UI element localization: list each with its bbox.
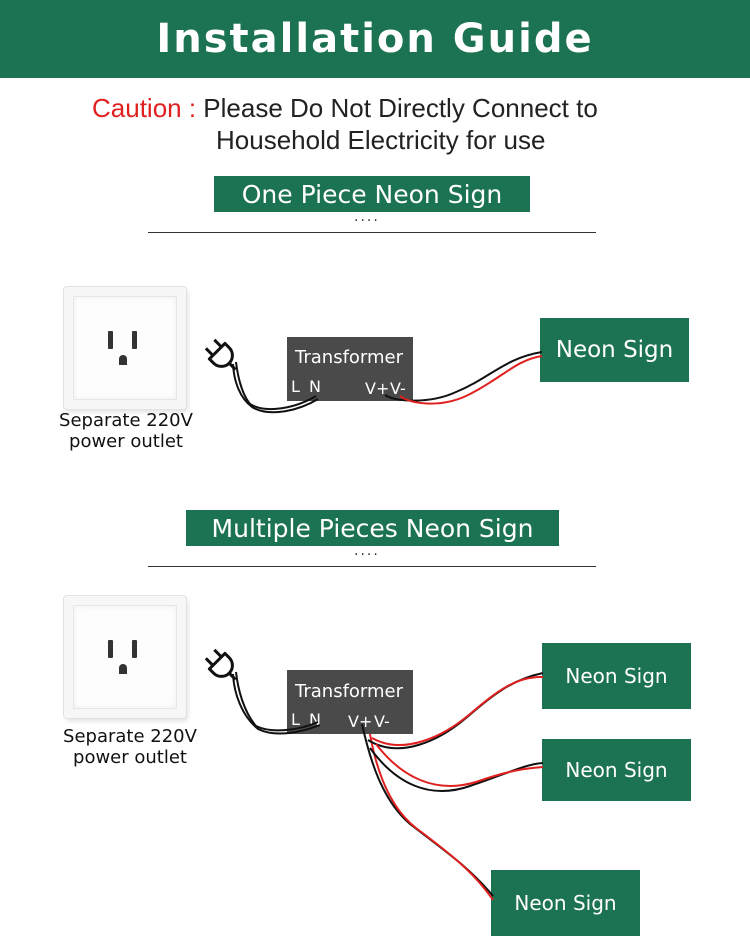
caution-line-1: Please Do Not Directly Connect to <box>196 93 598 123</box>
power-outlet-icon <box>64 287 186 409</box>
section-divider <box>148 232 596 233</box>
transformer-label: Transformer <box>295 681 404 702</box>
power-outlet-icon <box>64 596 186 718</box>
transformer-box: Transformer L N V+ V- <box>287 337 413 401</box>
outlet-label: Separate 220V power outlet <box>54 726 206 768</box>
header-banner: Installation Guide <box>0 0 750 78</box>
page-title: Installation Guide <box>156 16 594 62</box>
outlet-label-line-1: Separate 220V <box>63 726 197 747</box>
pin-n-label: N <box>309 377 321 396</box>
neon-sign-box: Neon Sign <box>491 870 640 936</box>
power-plug-icon <box>204 648 237 681</box>
output-wire-black <box>369 747 544 793</box>
neon-sign-box: Neon Sign <box>542 643 691 709</box>
output-wire-red <box>399 355 543 405</box>
section-divider <box>148 566 596 567</box>
pin-l-label: L <box>291 377 300 396</box>
pin-vminus-label: V- <box>374 712 390 731</box>
transformer-box: Transformer L N V+ V- <box>287 670 413 734</box>
output-wire-black <box>361 723 494 897</box>
power-plug-icon <box>204 338 237 371</box>
caution-label: Caution : <box>92 93 197 123</box>
caution-line-2: Household Electricity for use <box>216 125 546 155</box>
section-dots: ···· <box>354 213 380 229</box>
outlet-label-line-2: power outlet <box>69 431 183 452</box>
neon-sign-box: Neon Sign <box>540 318 689 382</box>
outlet-label-line-2: power outlet <box>73 747 187 768</box>
output-wire-red <box>369 733 494 901</box>
outlet-label-line-1: Separate 220V <box>59 410 193 431</box>
pin-n-label: N <box>309 710 321 729</box>
output-wire-red <box>375 743 544 787</box>
transformer-label: Transformer <box>295 347 404 368</box>
section-dots: ···· <box>354 547 380 563</box>
section-title-multiple-pieces: Multiple Pieces Neon Sign <box>186 510 559 546</box>
neon-sign-box: Neon Sign <box>542 739 691 801</box>
outlet-label: Separate 220V power outlet <box>50 410 202 452</box>
pin-vplus-label: V+ <box>365 379 390 398</box>
pin-vplus-label: V+ <box>348 712 373 731</box>
pin-vminus-label: V- <box>390 379 406 398</box>
caution-notice: Caution : Please Do Not Directly Connect… <box>92 92 712 156</box>
pin-l-label: L <box>291 710 300 729</box>
section-title-one-piece: One Piece Neon Sign <box>214 176 530 212</box>
